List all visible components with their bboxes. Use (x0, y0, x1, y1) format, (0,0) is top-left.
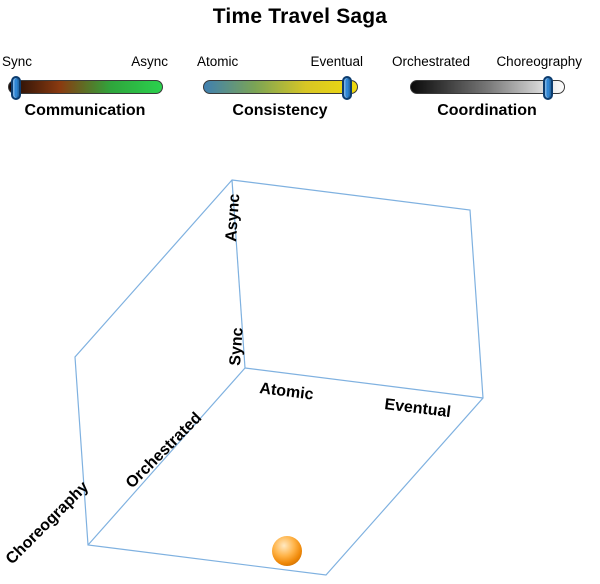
axis-label-choreography: Choreography (3, 478, 92, 567)
page-title: Time Travel Saga (212, 5, 388, 28)
communication-slider-track[interactable] (7, 75, 163, 100)
axis-edge-orchestrated-choreography (87, 367, 246, 546)
header: Time Travel Saga (0, 0, 600, 29)
communication-slider-handle[interactable] (11, 75, 22, 100)
coordination-left-label: Orchestrated (392, 54, 471, 69)
slider-labels: Sync Async (2, 54, 168, 69)
slider-labels: Orchestrated Choreography (392, 54, 582, 69)
saga-position-marker (272, 536, 302, 566)
coordination-slider-caption: Coordination (437, 102, 537, 119)
consistency-slider-track[interactable] (202, 75, 358, 100)
axis-label-atomic: Atomic (259, 380, 315, 403)
cube-outline (74, 179, 484, 576)
cube-axis-labels: Async Sync Atomic Eventual Orchestrated … (3, 193, 452, 568)
axis-label-eventual: Eventual (384, 396, 452, 421)
coordination-right-label: Choreography (496, 54, 582, 69)
slider-labels: Atomic Eventual (197, 54, 363, 69)
axis-edge-sync-async (231, 179, 246, 369)
axis-label-orchestrated: Orchestrated (123, 409, 205, 491)
slider-group-communication: Sync Async Communication (2, 54, 168, 120)
communication-left-label: Sync (2, 54, 33, 69)
coordination-slider-handle[interactable] (543, 75, 554, 100)
consistency-right-label: Eventual (310, 54, 363, 69)
communication-slider-caption: Communication (24, 102, 146, 119)
consistency-slider-caption: Consistency (232, 102, 328, 119)
communication-right-label: Async (131, 54, 168, 69)
axis-edge-atomic-eventual (244, 367, 484, 399)
axis-label-sync: Sync (227, 327, 247, 366)
slider-group-coordination: Orchestrated Choreography Coordination (392, 54, 582, 120)
slider-panel: Sync Async Communication Atomic Eventual… (0, 29, 600, 120)
axis-label-async: Async (223, 193, 243, 242)
consistency-slider-handle[interactable] (342, 75, 353, 100)
coordination-slider-track[interactable] (409, 75, 565, 100)
slider-group-consistency: Atomic Eventual Consistency (197, 54, 363, 120)
consistency-left-label: Atomic (197, 54, 239, 69)
cube-edges (74, 179, 484, 576)
